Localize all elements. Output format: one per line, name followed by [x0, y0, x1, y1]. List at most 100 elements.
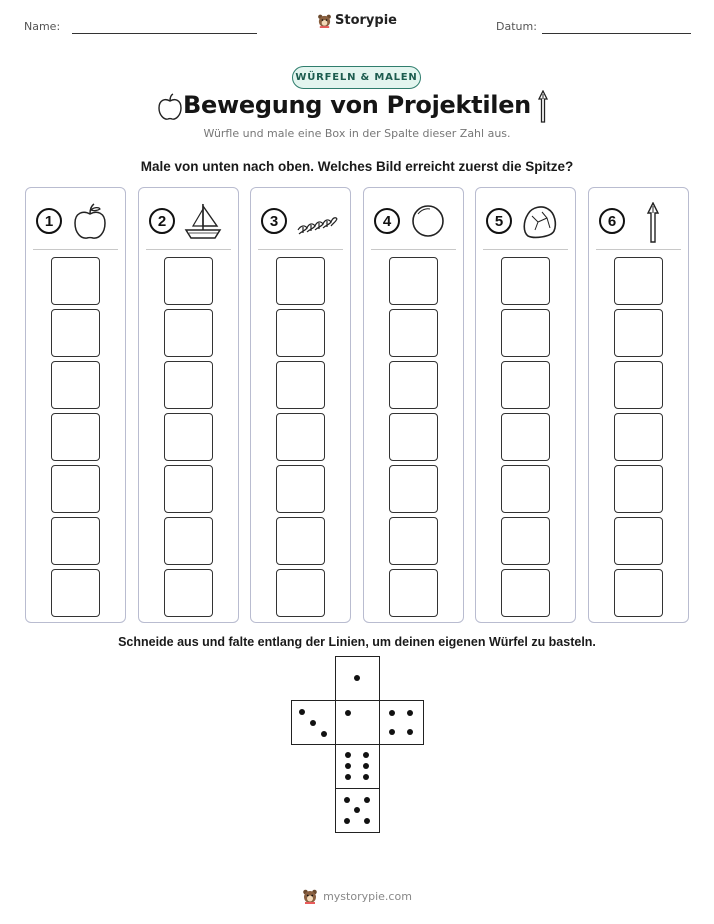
color-box[interactable] — [276, 257, 325, 305]
color-box[interactable] — [51, 465, 100, 513]
color-box[interactable] — [164, 465, 213, 513]
color-box[interactable] — [51, 517, 100, 565]
pip — [407, 710, 413, 716]
ball-icon — [412, 205, 444, 237]
pip — [363, 774, 369, 780]
dice-column-6: 6 — [588, 187, 689, 623]
color-box[interactable] — [51, 309, 100, 357]
pip — [344, 797, 350, 803]
rock-icon — [523, 206, 557, 239]
pip — [389, 729, 395, 735]
color-box[interactable] — [164, 361, 213, 409]
pip — [299, 709, 305, 715]
color-box[interactable] — [164, 309, 213, 357]
color-box[interactable] — [614, 465, 663, 513]
die-face-lower[interactable] — [335, 744, 380, 789]
pip — [345, 710, 351, 716]
pip — [310, 720, 316, 726]
color-box[interactable] — [51, 569, 100, 617]
die-face-bottom[interactable] — [335, 788, 380, 833]
color-box[interactable] — [276, 413, 325, 461]
column-number: 6 — [599, 208, 625, 234]
pip — [363, 763, 369, 769]
color-box[interactable] — [614, 361, 663, 409]
color-box[interactable] — [51, 413, 100, 461]
pip — [364, 797, 370, 803]
color-box[interactable] — [164, 517, 213, 565]
cut-instruction: Schneide aus und falte entlang der Linie… — [118, 635, 596, 649]
pip — [344, 818, 350, 824]
date-label: Datum: — [496, 20, 537, 33]
color-box[interactable] — [501, 413, 550, 461]
footer-url[interactable]: mystorypie.com — [323, 889, 412, 903]
column-number: 1 — [36, 208, 62, 234]
color-box[interactable] — [614, 309, 663, 357]
instruction-text: Male von unten nach oben. Welches Bild e… — [140, 159, 574, 174]
color-box[interactable] — [614, 517, 663, 565]
color-box[interactable] — [389, 361, 438, 409]
color-box[interactable] — [51, 257, 100, 305]
color-box[interactable] — [389, 257, 438, 305]
color-box[interactable] — [276, 309, 325, 357]
column-number: 4 — [374, 208, 400, 234]
color-box[interactable] — [614, 257, 663, 305]
color-box[interactable] — [614, 413, 663, 461]
logo-text: Storypie — [335, 13, 397, 28]
dice-column-5: 5 — [475, 187, 576, 623]
color-box[interactable] — [501, 569, 550, 617]
column-number: 3 — [261, 208, 287, 234]
color-box[interactable] — [389, 309, 438, 357]
pip — [354, 807, 360, 813]
color-box[interactable] — [276, 517, 325, 565]
color-box[interactable] — [501, 257, 550, 305]
pip — [345, 774, 351, 780]
name-label: Name: — [24, 20, 61, 33]
pip — [364, 818, 370, 824]
color-box[interactable] — [389, 413, 438, 461]
color-box[interactable] — [389, 517, 438, 565]
pip — [389, 710, 395, 716]
color-box[interactable] — [501, 361, 550, 409]
storypie-logo: Storypie — [0, 13, 714, 28]
die-face-top[interactable] — [335, 656, 380, 701]
name-line[interactable] — [72, 33, 257, 34]
dice-column-4: 4 — [363, 187, 464, 623]
color-box[interactable] — [501, 309, 550, 357]
subtitle: Würfle und male eine Box in der Spalte d… — [203, 127, 511, 140]
column-number: 5 — [486, 208, 512, 234]
page-title: Bewegung von Projektilen — [183, 91, 531, 119]
activity-badge: WÜRFELN & MALEN — [292, 66, 421, 89]
color-box[interactable] — [614, 569, 663, 617]
column-number: 2 — [149, 208, 175, 234]
color-box[interactable] — [276, 361, 325, 409]
dice-column-2: 2 — [138, 187, 239, 623]
bear-mascot-icon — [318, 14, 331, 28]
pip — [354, 675, 360, 681]
color-box[interactable] — [276, 569, 325, 617]
rope-icon — [297, 217, 338, 235]
pip — [345, 763, 351, 769]
dice-column-1: 1 — [25, 187, 126, 623]
color-box[interactable] — [501, 465, 550, 513]
color-box[interactable] — [164, 413, 213, 461]
color-box[interactable] — [501, 517, 550, 565]
pip — [363, 752, 369, 758]
footer: mystorypie.com — [0, 888, 714, 904]
apple-icon — [158, 93, 182, 120]
color-box[interactable] — [389, 569, 438, 617]
color-box[interactable] — [164, 569, 213, 617]
color-box[interactable] — [51, 361, 100, 409]
date-line[interactable] — [542, 33, 691, 34]
die-face-right[interactable] — [379, 700, 424, 745]
color-box[interactable] — [164, 257, 213, 305]
dice-column-3: 3 — [250, 187, 351, 623]
pip — [407, 729, 413, 735]
die-face-center[interactable] — [335, 700, 380, 745]
pip — [321, 731, 327, 737]
arrow-icon — [537, 90, 549, 123]
color-box[interactable] — [389, 465, 438, 513]
die-face-left[interactable] — [291, 700, 336, 745]
arrow-icon — [646, 202, 660, 243]
color-box[interactable] — [276, 465, 325, 513]
apple-icon — [74, 203, 106, 239]
